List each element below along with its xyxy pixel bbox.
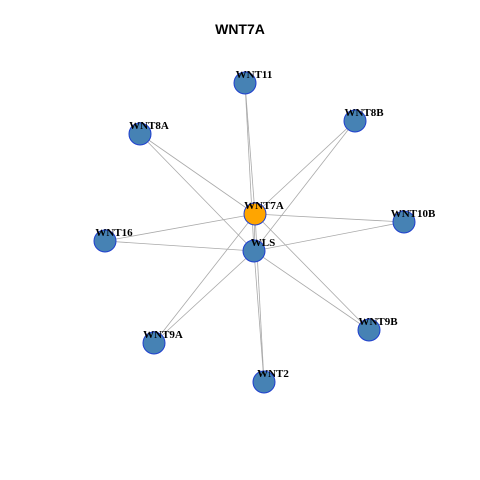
edge-wnt7a-wnt11 <box>244 82 256 215</box>
node-wnt9a: WNT9A <box>142 329 183 355</box>
edge-wls-wnt11 <box>244 82 255 252</box>
edge-wnt7a-wnt8b <box>254 120 356 215</box>
node-wnt10b: WNT10B <box>391 208 436 234</box>
edge-wnt7a-wnt16 <box>104 213 256 242</box>
node-wnt11: WNT11 <box>233 69 273 95</box>
edge-wnt7a-wnt10b <box>254 213 405 223</box>
node-label-wnt9b: WNT9B <box>358 316 398 328</box>
node-wnt9b: WNT9B <box>357 316 398 342</box>
node-circle-wnt11 <box>233 71 257 95</box>
node-circle-wnt8a <box>128 122 152 146</box>
chart-title: WNT7A <box>215 21 265 37</box>
node-label-wnt2: WNT2 <box>257 368 289 380</box>
node-wnt7a: WNT7A <box>243 200 284 226</box>
node-label-wnt16: WNT16 <box>95 227 133 239</box>
node-label-wnt7a: WNT7A <box>244 200 284 212</box>
edge-wls-wnt9b <box>253 250 370 331</box>
node-wnt8b: WNT8B <box>343 107 384 133</box>
node-label-wnt9a: WNT9A <box>143 329 183 341</box>
edges-layer <box>104 82 405 383</box>
node-label-wnt8b: WNT8B <box>344 107 384 119</box>
node-circle-wnt16 <box>93 229 117 253</box>
edge-wnt7a-wnt9a <box>153 213 256 344</box>
edge-wls-wnt8b <box>253 120 356 252</box>
node-circle-wnt2 <box>252 370 276 394</box>
edge-wnt7a-wnt8a <box>139 133 256 215</box>
node-label-wnt10b: WNT10B <box>391 208 436 220</box>
node-circle-wnt9a <box>142 331 166 355</box>
node-label-wnt11: WNT11 <box>236 69 273 81</box>
edge-wnt7a-wnt9b <box>254 213 370 331</box>
node-circle-wnt7a <box>243 202 267 226</box>
edge-wls-wnt10b <box>253 221 405 252</box>
edge-wls-wnt8a <box>139 133 255 252</box>
node-circle-wnt10b <box>392 210 416 234</box>
node-wls: WLS <box>242 237 275 263</box>
edge-wls-wnt16 <box>104 240 255 252</box>
node-circle-wnt9b <box>357 318 381 342</box>
node-wnt16: WNT16 <box>93 227 133 253</box>
node-label-wls: WLS <box>251 237 275 249</box>
node-wnt2: WNT2 <box>252 368 289 394</box>
edge-wls-wnt9a <box>153 250 255 344</box>
node-circle-wnt8b <box>343 109 367 133</box>
node-wnt8a: WNT8A <box>128 120 169 146</box>
edge-wls-wnt2 <box>253 250 265 383</box>
node-circle-wls <box>242 239 266 263</box>
node-label-wnt8a: WNT8A <box>129 120 169 132</box>
